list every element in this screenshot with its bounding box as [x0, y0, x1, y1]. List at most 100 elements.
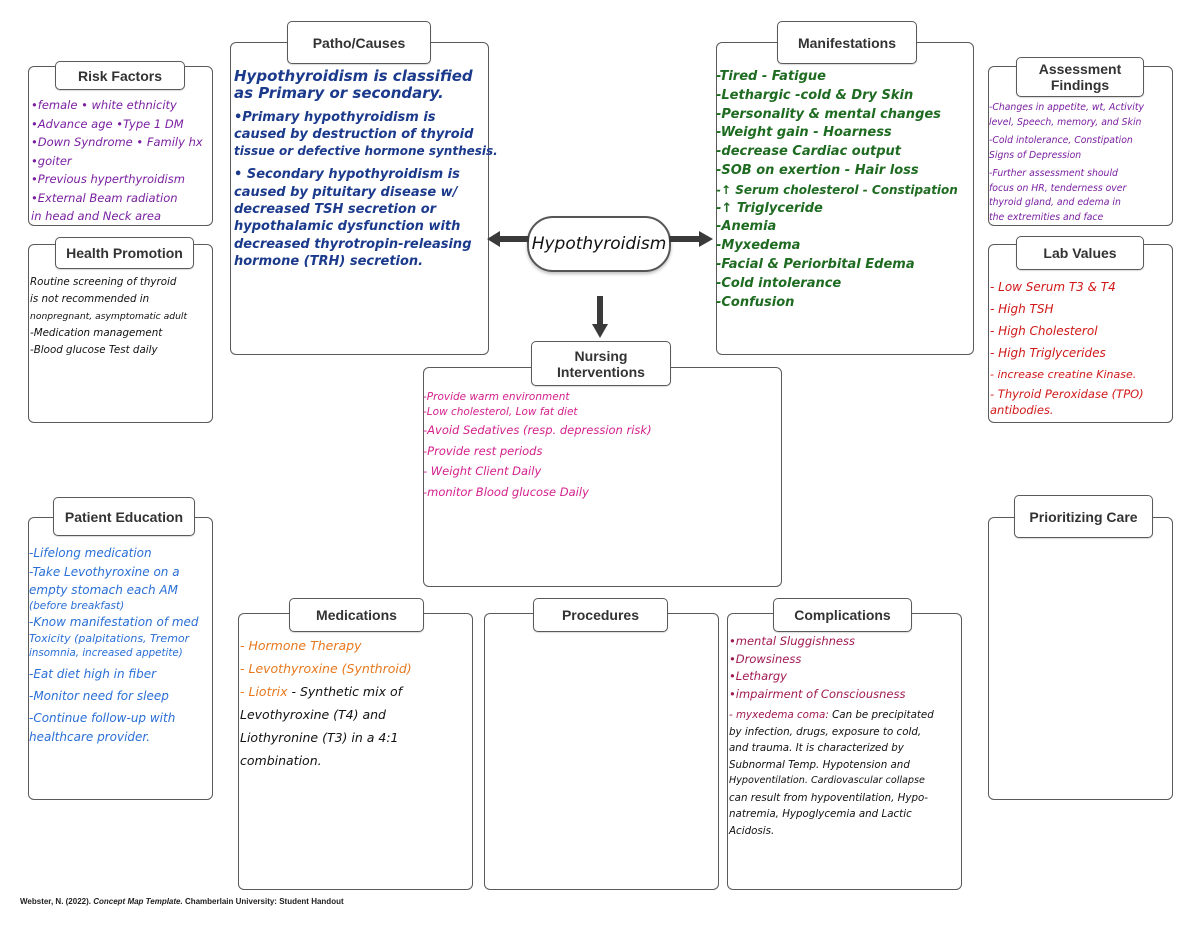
list-item: Subnormal Temp. Hypotension and: [729, 758, 910, 771]
list-item: -Monitor need for sleep: [29, 688, 169, 703]
lab-values-title: Lab Values: [1016, 236, 1144, 270]
list-item: combination.: [240, 753, 322, 768]
assessment-list: -Changes in appetite, wt, Activity level…: [989, 101, 1144, 225]
list-item: •impairment of Consciousness: [729, 686, 906, 701]
complications-title: Complications: [773, 598, 912, 632]
list-item: caused by destruction of thyroid: [234, 126, 474, 142]
list-item: Toxicity (palpitations, Tremor: [29, 631, 190, 645]
medications-list: - Hormone Therapy - Levothyroxine (Synth…: [240, 634, 412, 772]
list-item: is not recommended in: [30, 293, 150, 305]
list-item: -Lifelong medication: [29, 546, 152, 560]
list-item: -decrease Cardiac output: [716, 144, 901, 160]
liotrix-head: - Liotrix: [240, 684, 288, 699]
list-item: Hypothyroidism is classified: [234, 67, 473, 85]
assessment-title: Assessment Findings: [1016, 57, 1144, 97]
list-item: •Down Syndrome • Family hx: [31, 135, 203, 149]
list-item: - Levothyroxine (Synthroid): [240, 661, 412, 676]
list-item: -Know manifestation of med: [29, 615, 199, 630]
complications-list: •mental Sluggishness •Drowsiness •Lethar…: [729, 633, 905, 703]
right-arrow-icon: [669, 231, 713, 247]
list-item: hypothalamic dysfunction with: [234, 219, 461, 235]
health-promotion-box: [28, 244, 213, 423]
list-item: - Thyroid Peroxidase (TPO): [990, 387, 1144, 401]
list-item: -Avoid Sedatives (resp. depression risk): [423, 423, 652, 437]
list-item: Levothyroxine (T4) and: [240, 707, 386, 722]
list-item: hormone (TRH) secretion.: [234, 253, 424, 269]
list-item: caused by pituitary disease w/: [234, 184, 458, 200]
list-item: focus on HR, tenderness over: [989, 182, 1127, 194]
health-promotion-list: Routine screening of thyroid is not reco…: [30, 274, 187, 359]
prioritizing-box: [988, 517, 1173, 800]
citation-author: Webster, N. (2022).: [20, 897, 94, 906]
risk-factors-box: [28, 66, 213, 226]
list-item: antibodies.: [990, 403, 1054, 417]
myxedema-coma-text: - myxedema coma: Can be precipitated by …: [729, 707, 934, 839]
list-item: empty stomach each AM: [29, 583, 178, 598]
list-item: Liothyronine (T3) in a 4:1: [240, 730, 399, 745]
list-item: -Eat diet high in fiber: [29, 666, 157, 681]
list-item: -Weight gain - Hoarness: [716, 125, 892, 141]
manifestations-title: Manifestations: [777, 21, 917, 64]
list-item: tissue or defective hormone synthesis.: [234, 144, 498, 159]
list-item: - Hormone Therapy: [240, 638, 362, 653]
patho-list: Hypothyroidism is classified as Primary …: [234, 67, 498, 270]
list-item: - increase creatine Kinase.: [990, 368, 1137, 381]
liotrix-rest: - Synthetic mix of: [287, 684, 402, 699]
list-item: •Primary hypothyroidism is: [234, 109, 436, 125]
list-item: •Drowsiness: [729, 651, 802, 666]
list-item: - High Cholesterol: [990, 324, 1098, 338]
list-item: - Weight Client Daily: [423, 464, 542, 478]
coma-line: - myxedema coma: Can be precipitated: [729, 707, 934, 724]
risk-factors-list: •female • white ethnicity •Advance age •…: [31, 96, 203, 226]
patient-education-box: [28, 517, 213, 800]
list-item: -Lethargic -cold & Dry Skin: [716, 87, 914, 103]
procedures-box: [484, 613, 719, 890]
patient-education-title: Patient Education: [53, 497, 195, 536]
citation-source: Chamberlain University: Student Handout: [182, 897, 344, 906]
medications-title: Medications: [289, 598, 424, 632]
list-item: decreased TSH secretion or: [234, 202, 437, 218]
list-item: -Confusion: [716, 294, 795, 310]
list-item: -Further assessment should: [989, 168, 1118, 179]
list-item: -Cold intolerance, Constipation: [989, 135, 1133, 146]
patient-education-list: -Lifelong medication -Take Levothyroxine…: [29, 544, 199, 747]
list-item: thyroid gland, and edema in: [989, 197, 1121, 208]
coma-rest: Can be precipitated: [828, 709, 934, 721]
list-item: -Tired - Fatigue: [716, 69, 826, 84]
list-item: •External Beam radiation: [31, 190, 178, 205]
list-item: -↑ Triglyceride: [716, 200, 823, 216]
patho-title: Patho/Causes: [287, 21, 431, 64]
list-item: natremia, Hypoglycemia and Lactic: [729, 808, 912, 820]
risk-factors-title: Risk Factors: [55, 61, 185, 90]
list-item: -Low cholesterol, Low fat diet: [423, 406, 578, 418]
list-item: in head and Neck area: [31, 209, 162, 223]
health-promotion-title: Health Promotion: [55, 237, 194, 269]
nursing-list: -Provide warm environment -Low cholester…: [423, 390, 652, 502]
patho-box: [230, 42, 489, 355]
list-item: healthcare provider.: [29, 729, 151, 744]
list-item: Hypoventilation. Cardiovascular collapse: [729, 775, 925, 786]
lab-values-list: - Low Serum T3 & T4 - High TSH - High Ch…: [990, 276, 1144, 418]
liotrix-line: - Liotrix - Synthetic mix of: [240, 680, 412, 703]
footer-citation: Webster, N. (2022). Concept Map Template…: [20, 897, 344, 906]
list-item: Routine screening of thyroid: [30, 276, 177, 288]
list-item: -Cold intolerance: [716, 275, 842, 291]
nursing-box: [423, 367, 782, 587]
list-item: as Primary or secondary.: [234, 84, 444, 103]
list-item: -Continue follow-up with: [29, 711, 176, 726]
list-item: -↑ Serum cholesterol - Constipation: [716, 182, 958, 197]
list-item: (before breakfast): [29, 600, 125, 613]
hypothyroidism-center-node: Hypothyroidism: [527, 216, 671, 272]
list-item: •female • white ethnicity: [31, 98, 177, 112]
citation-template: Concept Map Template.: [93, 897, 183, 906]
list-item: -Medication management: [30, 327, 163, 339]
list-item: -Provide rest periods: [423, 443, 543, 458]
list-item: level, Speech, memory, and Skin: [989, 116, 1142, 128]
list-item: -Anemia: [716, 219, 777, 235]
lab-values-box: [988, 244, 1173, 423]
list-item: • Secondary hypothyroidism is: [234, 167, 460, 183]
procedures-title: Procedures: [533, 598, 668, 632]
list-item: -SOB on exertion - Hair loss: [716, 162, 919, 178]
list-item: •mental Sluggishness: [729, 634, 855, 648]
prioritizing-title: Prioritizing Care: [1014, 495, 1153, 538]
